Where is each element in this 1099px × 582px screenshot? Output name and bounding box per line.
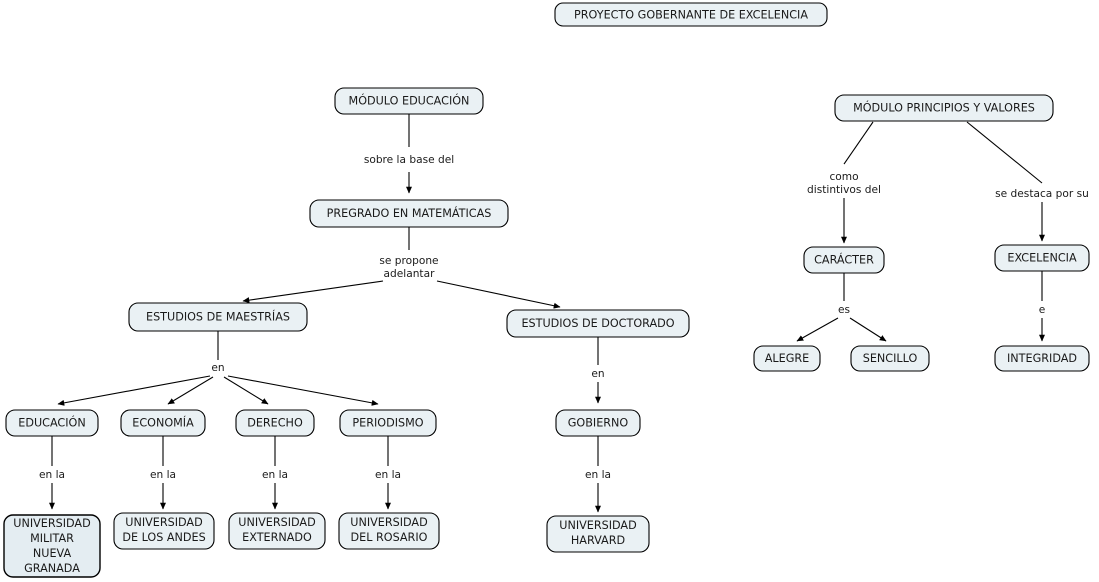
node-root-label: PROYECTO GOBERNANTE DE EXCELENCIA	[574, 9, 808, 22]
node-umng-label-line-1: UNIVERSIDAD	[13, 517, 90, 530]
node-uharvard-box	[546, 515, 650, 553]
node-sencillo-box	[850, 345, 930, 372]
node-periodismo-label: PERIODISMO	[352, 417, 423, 430]
node-economia[interactable]: ECONOMÍA	[120, 409, 206, 437]
node-educacion-label: EDUCACIÓN	[18, 417, 85, 430]
node-uandes[interactable]: UNIVERSIDAD DE LOS ANDES	[113, 512, 215, 550]
node-mod-pv[interactable]: MÓDULO PRINCIPIOS Y VALORES	[834, 94, 1054, 122]
node-uharvard-label-line-2: HARVARD	[571, 534, 625, 547]
node-sencillo-label: SENCILLO	[863, 352, 918, 365]
node-mod-edu[interactable]: MÓDULO EDUCACIÓN	[334, 87, 484, 115]
edge-mod-pv-to-excelencia: se destaca por su	[966, 121, 1089, 242]
edge-label-en-la-gobierno: en la	[585, 469, 611, 481]
edge-mod-pv-to-caracter: como distintivos del	[807, 121, 881, 244]
edge-label-en-la-periodismo: en la	[375, 469, 401, 481]
node-derecho[interactable]: DERECHO	[235, 409, 315, 437]
node-umng-box	[3, 514, 101, 578]
node-maestrias[interactable]: ESTUDIOS DE MAESTRÍAS	[128, 302, 308, 332]
node-caracter[interactable]: CARÁCTER	[803, 246, 885, 274]
node-umng[interactable]: UNIVERSIDAD MILITAR NUEVA GRANADA	[3, 514, 101, 578]
node-gobierno-label: GOBIERNO	[568, 417, 629, 430]
node-excelencia-label: EXCELENCIA	[1007, 252, 1077, 265]
node-umng-label-line-4: GRANADA	[24, 562, 80, 575]
edge-label-es: es	[838, 304, 850, 316]
node-uharvard[interactable]: UNIVERSIDAD HARVARD	[546, 515, 650, 553]
node-urosario[interactable]: UNIVERSIDAD DEL ROSARIO	[338, 512, 440, 550]
node-mod-pv-label: MÓDULO PRINCIPIOS Y VALORES	[853, 102, 1035, 115]
node-doctorado-label: ESTUDIOS DE DOCTORADO	[521, 317, 674, 330]
edge-doctorado-to-gobierno: en	[591, 337, 605, 404]
edge-label-se-destaca-por-su: se destaca por su	[995, 188, 1089, 200]
edge-educacion-to-umng: en la	[39, 436, 65, 510]
node-uharvard-label-line-1: UNIVERSIDAD	[559, 519, 636, 532]
node-uandes-box	[113, 512, 215, 550]
node-root-box	[554, 2, 828, 27]
edge-label-en-la-economia: en la	[150, 469, 176, 481]
edge-economia-to-uandes: en la	[150, 436, 176, 510]
node-urosario-box	[338, 512, 440, 550]
edge-label-e: e	[1039, 304, 1046, 316]
edge-excelencia-to-integridad: e	[1039, 271, 1046, 342]
node-umng-label-line-3: NUEVA	[33, 547, 72, 560]
node-umng-label-line-2: MILITAR	[30, 532, 74, 545]
edge-gobierno-to-uharvard: en la	[585, 436, 611, 513]
node-integridad[interactable]: INTEGRIDAD	[994, 345, 1090, 372]
node-alegre[interactable]: ALEGRE	[753, 345, 821, 372]
node-alegre-box	[753, 345, 821, 372]
node-sencillo[interactable]: SENCILLO	[850, 345, 930, 372]
edge-label-en-la-derecho: en la	[262, 469, 288, 481]
edge-label-se-propone: se propone	[379, 255, 438, 267]
edge-maestrias-fanout: en	[57, 331, 379, 406]
node-educacion[interactable]: EDUCACIÓN	[5, 409, 99, 437]
node-integridad-box	[994, 345, 1090, 372]
node-mod-edu-box	[334, 87, 484, 115]
edge-label-en-doctorado: en	[591, 368, 604, 380]
edge-label-adelantar: adelantar	[384, 268, 436, 280]
node-uexternado-box	[228, 512, 326, 550]
node-periodismo[interactable]: PERIODISMO	[339, 409, 437, 437]
edge-periodismo-to-urosario: en la	[375, 436, 401, 510]
edge-pregrado-to-doctorado	[436, 280, 561, 309]
edge-mod-edu-to-pregrado: sobre la base del	[364, 114, 454, 194]
node-urosario-label-line-2: DEL ROSARIO	[351, 531, 428, 544]
node-excelencia[interactable]: EXCELENCIA	[994, 244, 1090, 272]
node-uandes-label-line-1: UNIVERSIDAD	[125, 516, 202, 529]
node-caracter-label: CARÁCTER	[814, 254, 874, 267]
node-alegre-label: ALEGRE	[765, 352, 809, 365]
node-integridad-label: INTEGRIDAD	[1007, 352, 1077, 365]
edge-pregrado-split: se propone adelantar	[379, 227, 439, 280]
node-urosario-label-line-1: UNIVERSIDAD	[350, 516, 427, 529]
node-pregrado[interactable]: PREGRADO EN MATEMÁTICAS	[309, 199, 509, 228]
node-mod-pv-box	[834, 94, 1054, 122]
node-uandes-label-line-2: DE LOS ANDES	[122, 531, 205, 544]
edge-caracter-fanout: es	[796, 273, 887, 342]
node-gobierno[interactable]: GOBIERNO	[555, 409, 641, 437]
node-uexternado-label-line-1: UNIVERSIDAD	[238, 516, 315, 529]
node-pregrado-label: PREGRADO EN MATEMÁTICAS	[327, 207, 492, 220]
node-maestrias-label: ESTUDIOS DE MAESTRÍAS	[146, 311, 290, 324]
node-uexternado[interactable]: UNIVERSIDAD EXTERNADO	[228, 512, 326, 550]
edge-label-sobre-la-base-del: sobre la base del	[364, 154, 454, 166]
node-uexternado-label-line-2: EXTERNADO	[242, 531, 312, 544]
edge-derecho-to-uexternado: en la	[262, 436, 288, 510]
node-mod-edu-label: MÓDULO EDUCACIÓN	[349, 95, 470, 108]
edge-pregrado-to-maestrias	[242, 280, 384, 304]
edge-label-en-maestrias: en	[211, 362, 224, 374]
edge-label-como: como	[829, 171, 858, 183]
node-economia-label: ECONOMÍA	[132, 417, 194, 430]
edge-label-distintivos-del: distintivos del	[807, 184, 881, 196]
edge-label-en-la-educacion: en la	[39, 469, 65, 481]
node-derecho-label: DERECHO	[247, 417, 303, 430]
node-doctorado[interactable]: ESTUDIOS DE DOCTORADO	[506, 309, 690, 338]
node-root[interactable]: PROYECTO GOBERNANTE DE EXCELENCIA	[554, 2, 828, 27]
